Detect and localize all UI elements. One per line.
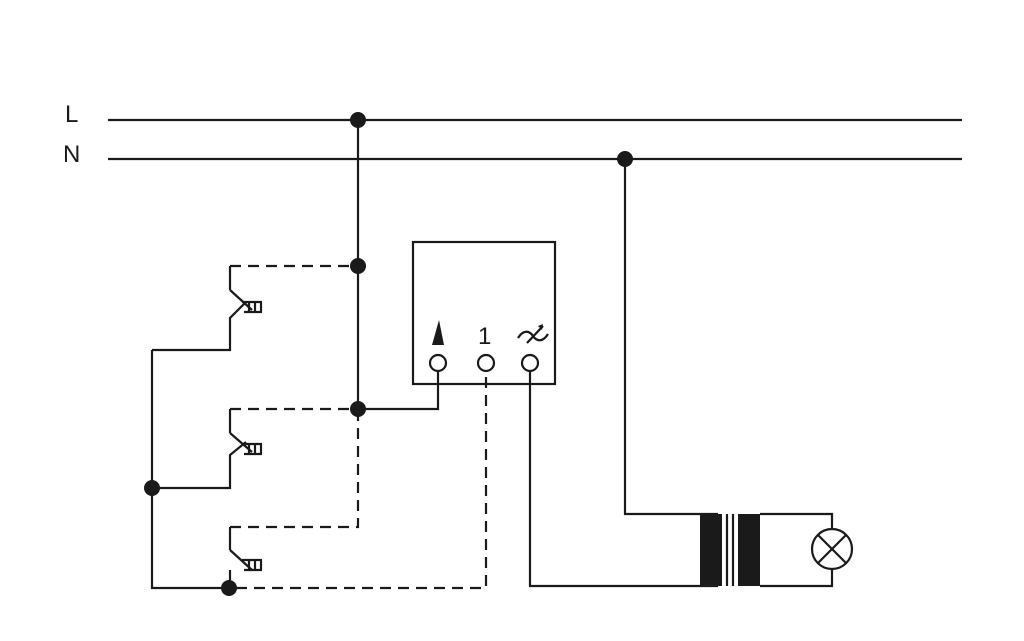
neutral-drop-wire [623,159,700,516]
junction-live [350,112,366,128]
common-bus-wire [150,350,230,590]
pushbutton-bottom [228,409,360,588]
pushbutton-bottom-symbol [229,549,263,572]
neutral-rail-label: N [63,141,80,168]
pushbutton-top [152,264,358,352]
push-input-triangle-icon [432,320,444,345]
pushbutton-middle [152,407,358,490]
terminal-1 [476,353,496,373]
terminal-input [428,353,448,373]
terminal-1-label: 1 [478,323,491,350]
control-unit-box [411,240,557,386]
control-unit: 1 [411,240,557,386]
pushbutton-middle-symbol [229,432,263,456]
dimmer-output-icon [517,324,549,344]
output-wire [528,372,700,588]
transformer-icon [700,512,834,588]
junction-neutral [617,151,633,167]
live-rail-label: L [65,101,78,128]
lamp-icon [810,527,854,571]
terminal-output [520,353,540,373]
terminal-input-wire [358,372,440,411]
pushbutton-top-symbol [229,289,263,314]
junction-bottom [221,580,237,596]
junction-common [144,480,160,496]
